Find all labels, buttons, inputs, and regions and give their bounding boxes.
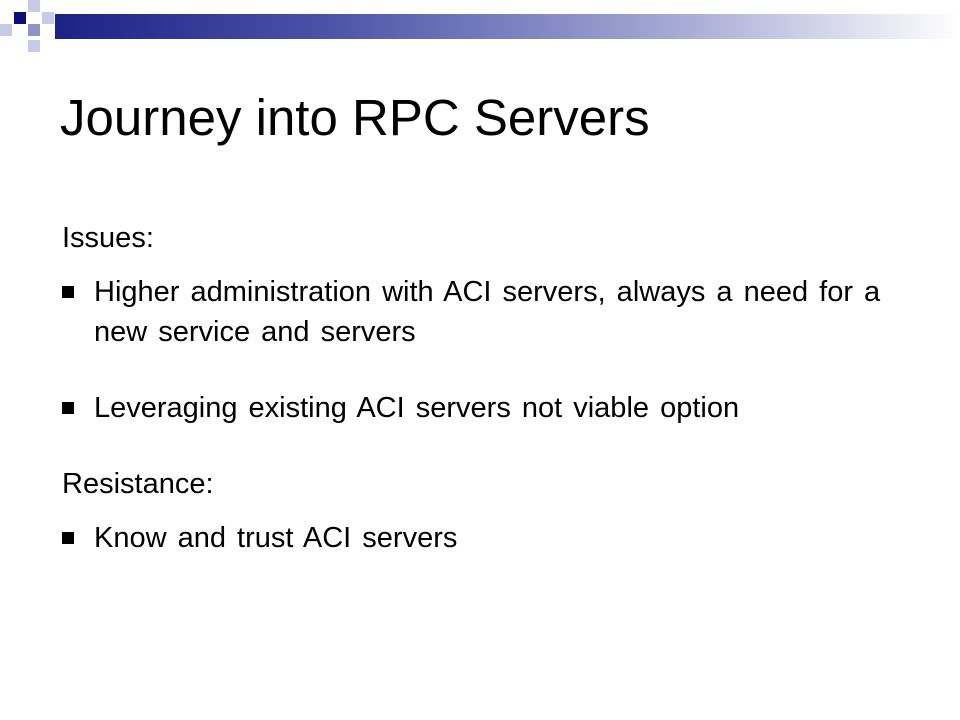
square-bullet-icon (62, 532, 74, 544)
decor-square-light-2 (0, 24, 12, 36)
slide-content: Issues: Higher administration with ACI s… (62, 218, 912, 558)
decor-square-mid-1 (28, 24, 40, 36)
header-gradient-bar (55, 14, 960, 39)
issues-bullet-list: Higher administration with ACI servers, … (62, 272, 912, 428)
section-label-resistance: Resistance: (62, 468, 214, 500)
list-item: Higher administration with ACI servers, … (62, 272, 912, 352)
header-decoration (0, 0, 960, 60)
spacer (62, 428, 912, 464)
list-item: Know and trust ACI servers (62, 518, 912, 558)
resistance-bullet-list: Know and trust ACI servers (62, 518, 912, 558)
decor-square-light-4 (28, 40, 40, 52)
slide-title: Journey into RPC Servers (60, 89, 650, 146)
bullet-text: Know and trust ACI servers (94, 522, 458, 554)
decor-square-dark-1 (14, 12, 26, 24)
decor-square-light-3 (42, 12, 54, 24)
bullet-text: Higher administration with ACI servers, … (94, 276, 881, 348)
spacer (62, 504, 912, 518)
section-label-issues: Issues: (62, 222, 154, 254)
square-bullet-icon (62, 286, 74, 298)
list-item: Leveraging existing ACI servers not viab… (62, 388, 912, 428)
square-bullet-icon (62, 402, 74, 414)
spacer (62, 352, 912, 388)
bullet-text: Leveraging existing ACI servers not viab… (94, 392, 740, 424)
decor-square-light-1 (28, 0, 40, 12)
spacer (62, 258, 912, 272)
